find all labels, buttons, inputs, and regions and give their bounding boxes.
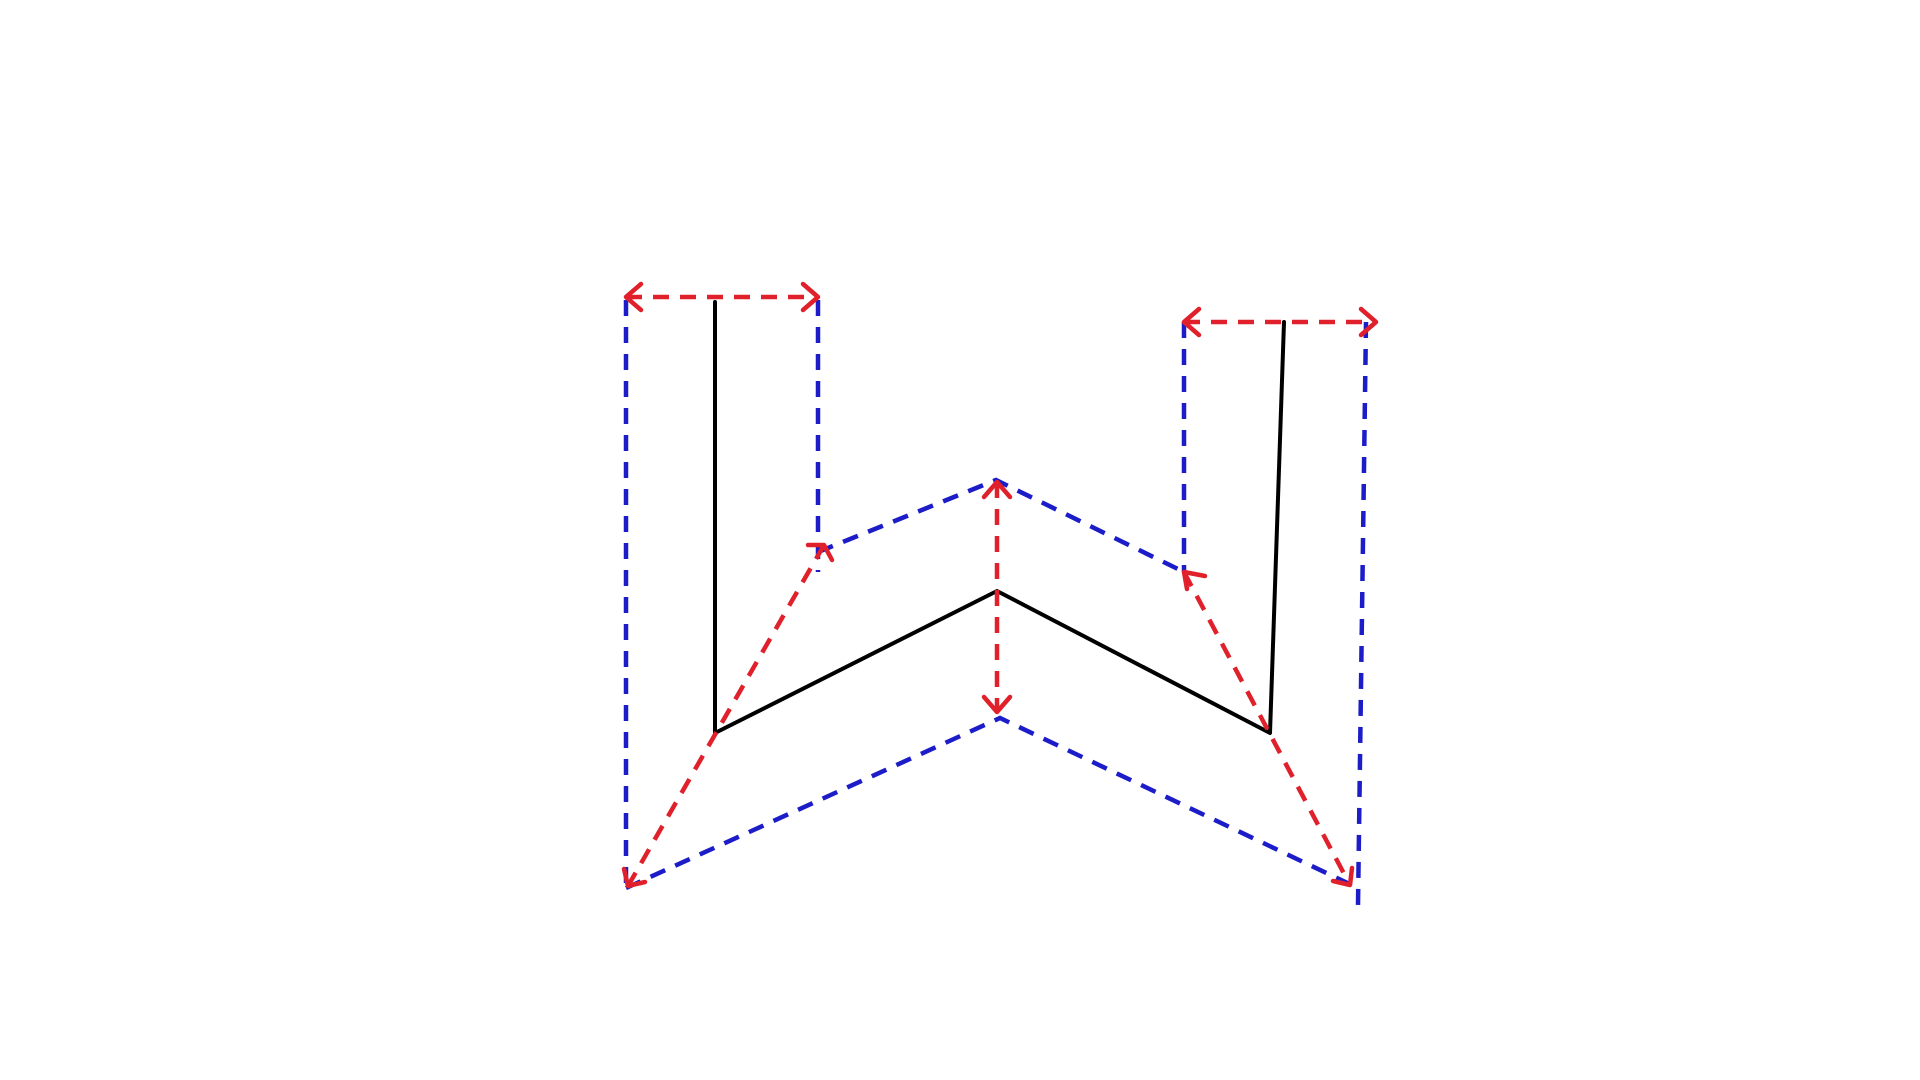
arrowhead-centre-top bbox=[981, 479, 1013, 500]
dimension-arrows bbox=[621, 281, 1379, 889]
dimension-right-diagonal bbox=[1182, 570, 1352, 887]
arrowhead-top-right-right bbox=[1358, 306, 1379, 338]
offset-outline bbox=[623, 300, 1369, 906]
dimension-left-diagonal bbox=[626, 543, 826, 888]
arrowhead-left-diagonal-bottom bbox=[621, 866, 648, 889]
arrowhead-right-diagonal-bottom bbox=[1330, 865, 1355, 888]
outline-outer-vee bbox=[625, 715, 1359, 891]
arrowhead-right-diagonal-top bbox=[1181, 569, 1208, 592]
arrowhead-left-diagonal-top bbox=[805, 542, 835, 563]
arrowhead-top-left-right bbox=[800, 281, 821, 313]
arrowhead-centre-bottom bbox=[981, 694, 1013, 715]
arrowhead-top-right-left bbox=[1181, 306, 1202, 338]
outline-inner-vee bbox=[817, 477, 1185, 575]
outline-right-outer-edge bbox=[1355, 321, 1369, 906]
centerline-path bbox=[713, 300, 1286, 735]
arrowhead-top-left-left bbox=[623, 281, 644, 313]
centerline-stroke bbox=[713, 300, 1286, 735]
